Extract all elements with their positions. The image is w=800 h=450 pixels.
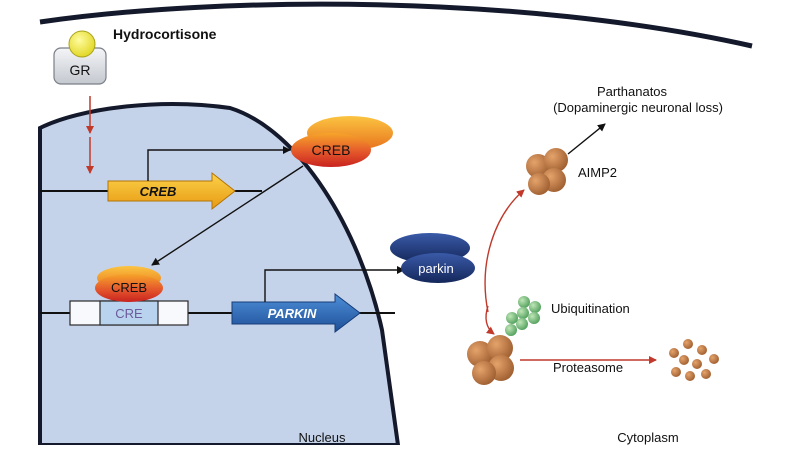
creb-bound-protein[interactable] — [95, 274, 163, 302]
aimp2-to-parthanatos-arrow — [567, 123, 606, 155]
parkin-to-complex-arrow — [485, 305, 495, 335]
degraded-fragments — [669, 339, 719, 381]
creb-protein[interactable] — [291, 133, 371, 167]
creb-gene-label: CREB — [140, 184, 177, 199]
hydrocortisone-label: Hydrocortisone — [113, 26, 217, 42]
aimp2-ubiquitinated-complex[interactable] — [467, 335, 514, 385]
creb-protein-label: CREB — [312, 142, 351, 158]
gr-label: GR — [70, 62, 91, 78]
parkin-protein-label: parkin — [418, 261, 453, 276]
hydrocortisone-ligand — [68, 30, 96, 58]
creb-transcription-arrow — [147, 146, 291, 181]
parkin-transcription-arrow — [264, 266, 405, 302]
cre-element — [99, 300, 159, 326]
parthanatos-subtitle: (Dopaminergic neuronal loss) — [553, 100, 723, 115]
creb-gene-arrow — [107, 171, 236, 211]
proteasome-label: Proteasome — [553, 360, 623, 375]
parkin-protein[interactable] — [401, 253, 475, 283]
cell-membrane — [39, 1, 753, 49]
nucleus-label: Nucleus — [299, 430, 346, 445]
ubiquitin-chain — [505, 296, 541, 336]
parkin-gene-arrow — [231, 292, 361, 334]
parthanatos-label: Parthanatos — [597, 84, 668, 99]
ubiquitination-label: Ubiquitination — [551, 301, 630, 316]
aimp2-label: AIMP2 — [578, 165, 617, 180]
parkin-gene-label: PARKIN — [268, 306, 317, 321]
creb-to-cre-arrow — [151, 165, 304, 266]
parkin-to-aimp2-arrow — [484, 189, 525, 313]
cytoplasm-label: Cytoplasm — [617, 430, 678, 445]
aimp2-cluster[interactable] — [526, 148, 568, 195]
cre-label: CRE — [115, 306, 143, 321]
creb-bound-label: CREB — [111, 280, 147, 295]
